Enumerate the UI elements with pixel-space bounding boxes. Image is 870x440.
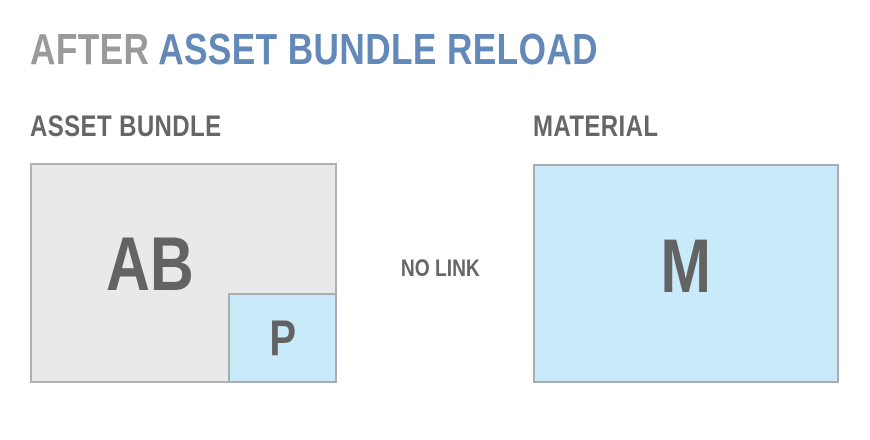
asset-bundle-letter: AB <box>106 222 194 307</box>
asset-bundle-label: ASSET BUNDLE <box>30 110 222 143</box>
material-label: MATERIAL <box>533 110 659 143</box>
title-accent-part: ASSET BUNDLE RELOAD <box>158 25 598 74</box>
material-letter: M <box>660 224 712 309</box>
asset-bundle-box: AB P <box>30 163 337 383</box>
prefab-letter: P <box>269 310 296 366</box>
page-title: AFTER ASSET BUNDLE RELOAD <box>30 28 740 72</box>
no-link-label: NO LINK <box>400 255 480 282</box>
prefab-sub-box: P <box>228 293 337 383</box>
material-box: M <box>533 164 839 383</box>
title-muted-part: AFTER <box>30 25 150 74</box>
